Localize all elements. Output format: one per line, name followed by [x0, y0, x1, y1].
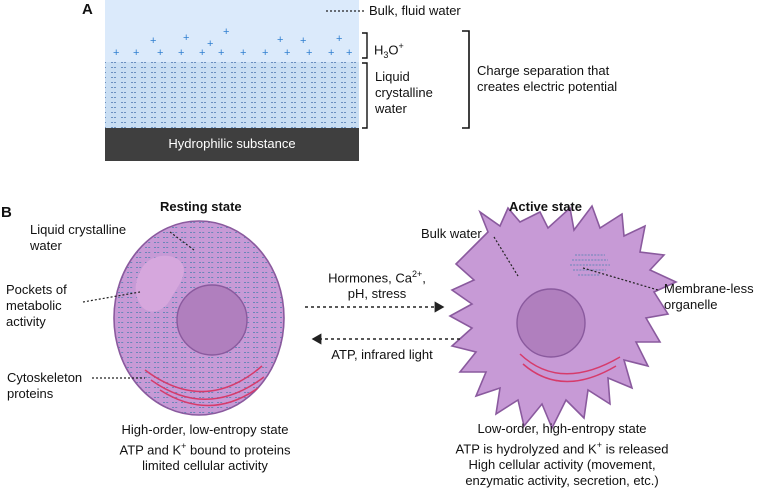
plus-charge: +	[240, 47, 246, 59]
bulk-water-label: Bulk, fluid water	[369, 3, 461, 18]
h3o-bracket	[362, 32, 368, 59]
liquid-crystalline-layer	[105, 62, 359, 128]
active-state-title: Active state	[509, 199, 582, 214]
plus-charge: +	[113, 47, 119, 59]
charge-bracket	[462, 30, 470, 129]
plus-charge: +	[223, 26, 229, 38]
h3o-label: H3O+	[374, 41, 404, 60]
bulk-water-b-label: Bulk water	[421, 226, 482, 241]
plus-charge: +	[336, 33, 342, 45]
resting-nucleus	[176, 284, 248, 356]
resting-lcw-label: Liquid crystalline water	[30, 222, 127, 253]
plus-charge: +	[262, 47, 268, 59]
plus-charge: +	[346, 47, 352, 59]
panel-a-letter: A	[82, 1, 93, 18]
metabolic-pocket	[135, 255, 184, 312]
hydrophilic-substrate	[105, 128, 359, 161]
plus-charge: +	[199, 47, 205, 59]
plus-charge: +	[157, 47, 163, 59]
active-nucleus	[516, 288, 586, 358]
pocket-leader-line	[82, 291, 141, 303]
proton-charges: + + + + + + + + + + + + + + + + + + +	[113, 26, 352, 59]
rest-arrow-label: ATP, infrared light	[331, 347, 433, 362]
plus-charge: +	[328, 47, 334, 59]
panel-b-letter: B	[1, 204, 12, 221]
resting-state-title: Resting state	[160, 199, 242, 214]
plus-charge: +	[183, 32, 189, 44]
organelle-leader-line	[582, 267, 659, 291]
plus-charge: +	[284, 47, 290, 59]
lcw-bracket	[362, 62, 368, 129]
resting-caption: High-order, low-entropy state ATP and K+…	[119, 422, 291, 474]
plus-charge: +	[207, 38, 213, 50]
lcw-label: Liquid crystalline water	[375, 69, 433, 116]
active-cytoskeleton	[519, 353, 621, 383]
pockets-label: Pockets of metabolic activity	[6, 282, 67, 329]
plus-charge: +	[178, 47, 184, 59]
activation-arrow-label: Hormones, Ca2+, pH, stress	[328, 269, 426, 302]
plus-charge: +	[218, 47, 224, 59]
membrane-less-organelle	[570, 254, 610, 276]
charge-separation-label: Charge separation that creates electric …	[477, 63, 618, 94]
plus-charge: +	[277, 34, 283, 46]
plus-charge: +	[150, 35, 156, 47]
plus-charge: +	[133, 47, 139, 59]
active-caption: Low-order, high-entropy state ATP is hyd…	[455, 421, 669, 489]
plus-charge: +	[306, 47, 312, 59]
lcw-leader-line	[169, 231, 195, 251]
substrate-label: Hydrophilic substance	[168, 136, 296, 151]
cytoskeleton-label: Cytoskeleton proteins	[7, 370, 83, 401]
plus-charge: +	[300, 35, 306, 47]
organelle-label: Membrane-less organelle	[664, 281, 754, 312]
bulk-water-layer	[105, 0, 359, 62]
resting-cytoskeleton	[144, 365, 265, 407]
